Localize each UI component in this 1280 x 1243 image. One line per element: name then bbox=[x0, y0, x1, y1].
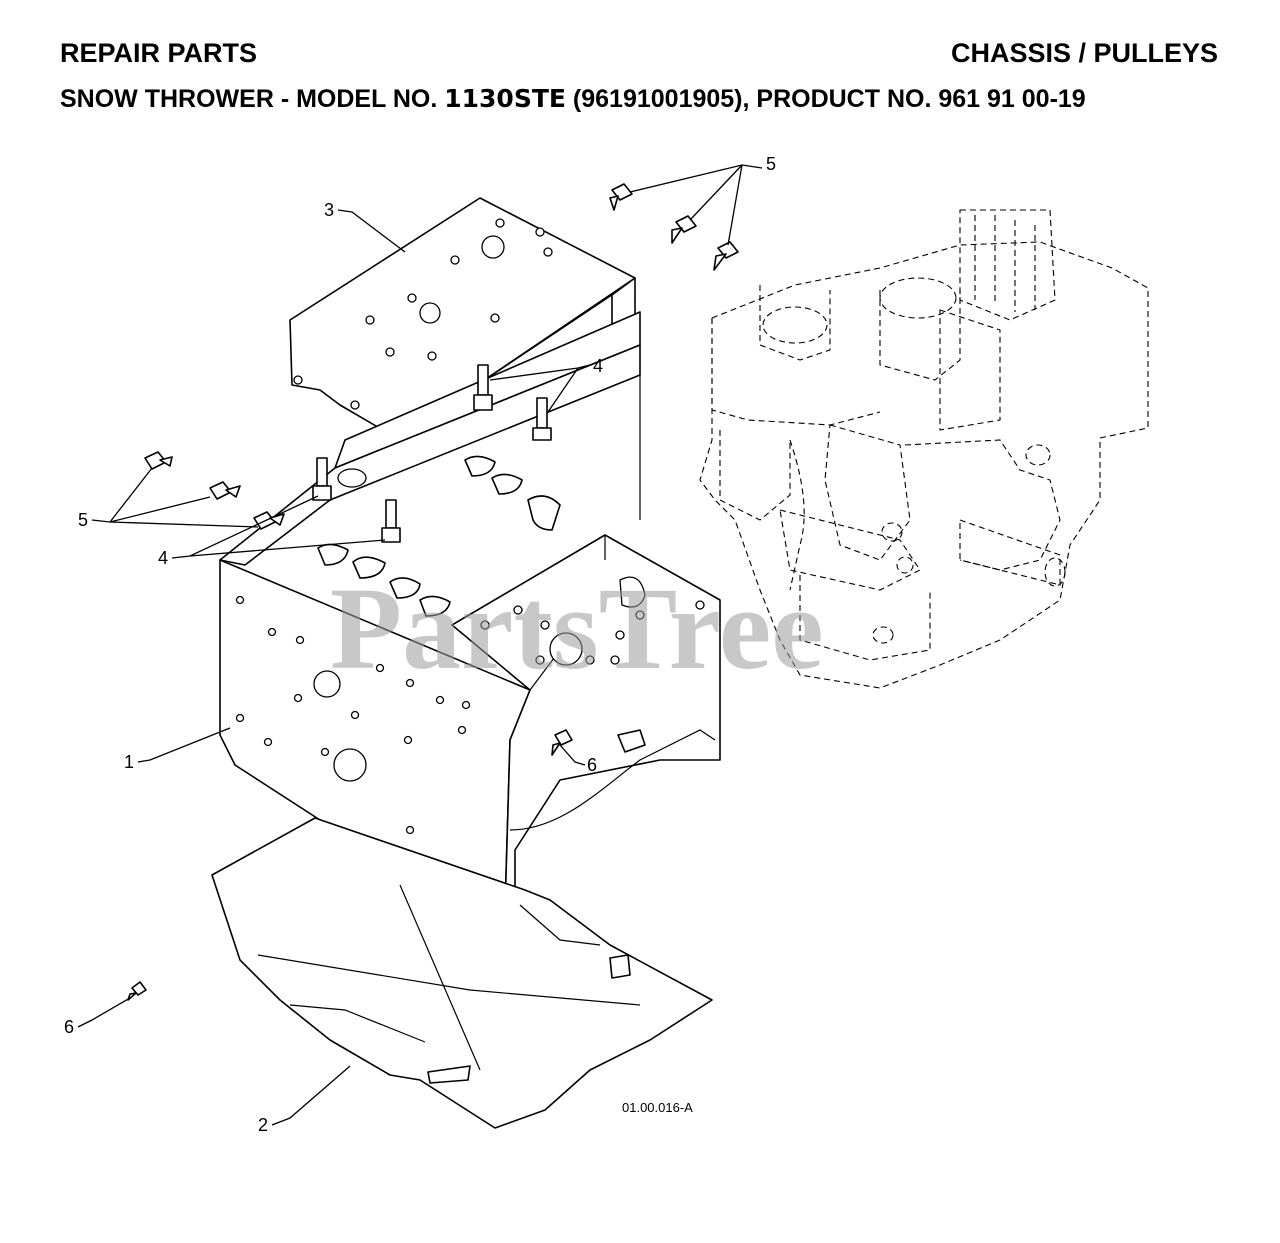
stud-4-top-a-icon bbox=[473, 364, 493, 411]
bolt-5-top-b-icon bbox=[671, 215, 697, 244]
bolt-5-top-c-icon bbox=[713, 241, 739, 271]
bolt-5-left-a-icon bbox=[144, 451, 173, 470]
section-title: REPAIR PARTS bbox=[60, 38, 258, 68]
screw-6-right-icon bbox=[551, 729, 573, 756]
drawing-code: 01.00.016-A bbox=[622, 1100, 693, 1115]
model-number: 1130STE bbox=[444, 84, 566, 113]
leader-lines bbox=[77, 164, 763, 1126]
stud-4-top-b-icon bbox=[532, 397, 552, 441]
screw-6-left-icon bbox=[127, 981, 147, 1001]
callout-4-top: 4 bbox=[593, 356, 603, 376]
part-2-bottom-plate bbox=[211, 817, 713, 1129]
part-1-chassis bbox=[219, 311, 721, 911]
callout-2: 2 bbox=[258, 1115, 268, 1135]
callout-5-left: 5 bbox=[78, 510, 88, 530]
subtitle-suffix: (96191001905), PRODUCT NO. 961 91 00-19 bbox=[565, 85, 1086, 113]
callout-4-left: 4 bbox=[158, 548, 168, 568]
callout-3: 3 bbox=[324, 200, 334, 220]
callout-6-right: 6 bbox=[587, 755, 597, 775]
engine-phantom-outline bbox=[699, 209, 1149, 689]
bolt-5-top-a-icon bbox=[609, 183, 633, 211]
bolt-5-left-b-icon bbox=[209, 481, 241, 500]
subtitle-prefix: SNOW THROWER - MODEL NO. bbox=[60, 85, 445, 113]
hardware-items bbox=[127, 183, 739, 1001]
model-subtitle: SNOW THROWER - MODEL NO. 1130STE (961910… bbox=[60, 84, 1086, 114]
watermark: PartsTree bbox=[330, 563, 824, 694]
callout-5-top: 5 bbox=[766, 154, 776, 174]
stud-4-left-b-icon bbox=[381, 499, 401, 543]
callout-1: 1 bbox=[124, 752, 134, 772]
category-title: CHASSIS / PULLEYS bbox=[950, 38, 1218, 68]
callouts: 5 3 4 5 4 1 6 6 2 bbox=[64, 154, 776, 1135]
callout-6-left: 6 bbox=[64, 1017, 74, 1037]
